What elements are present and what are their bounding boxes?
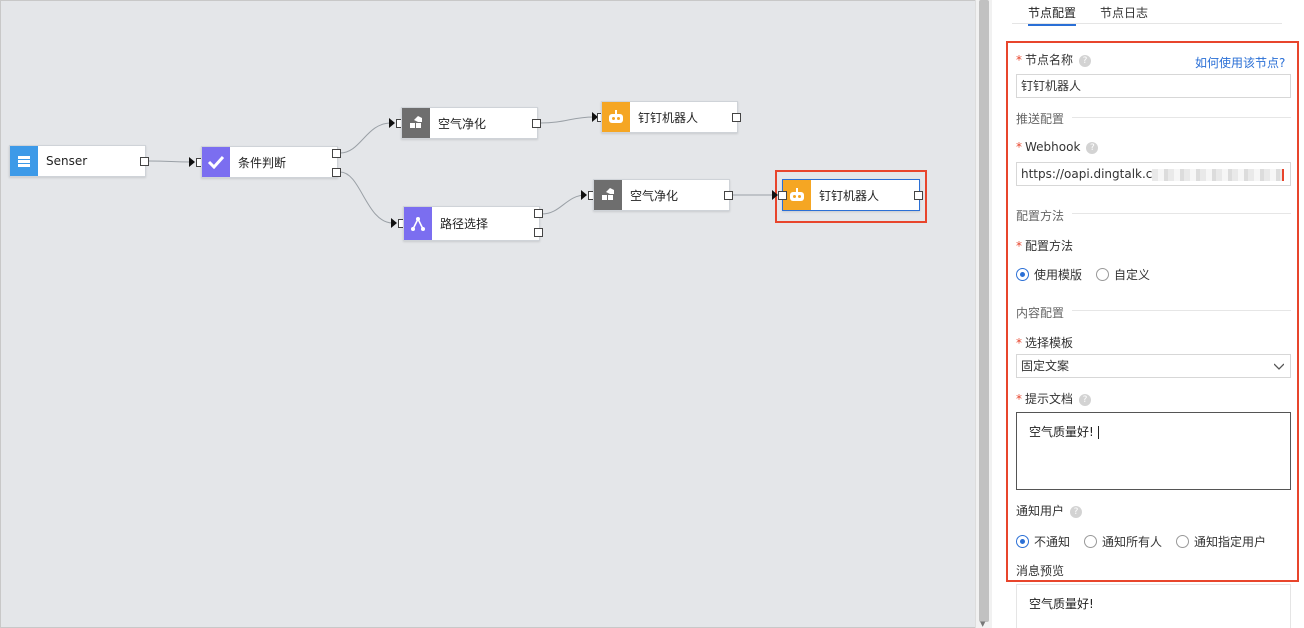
form-highlight (1006, 41, 1299, 582)
radio-dot[interactable] (1016, 535, 1029, 548)
webhook-value: https://oapi.dingtalk.c (1021, 167, 1153, 181)
radio-use-template[interactable]: 使用模版 (1016, 266, 1082, 283)
radio-custom[interactable]: 自定义 (1096, 266, 1150, 283)
tab-node-config[interactable]: 节点配置 (1028, 4, 1077, 26)
input-arrow (189, 157, 195, 167)
help-icon[interactable]: ? (1079, 393, 1092, 406)
node-label: 空气净化 (438, 116, 487, 131)
route-icon (404, 207, 432, 240)
output-port[interactable] (914, 191, 923, 200)
divider (1072, 213, 1291, 214)
help-icon[interactable]: ? (1070, 505, 1083, 518)
output-port[interactable] (724, 191, 733, 200)
node-label: 空气净化 (630, 188, 679, 203)
webhook-input[interactable]: https://oapi.dingtalk.c (1016, 162, 1291, 186)
node-senser[interactable]: Senser (9, 145, 146, 177)
edge-senser-condition (148, 160, 192, 163)
output-port-true[interactable] (332, 149, 341, 158)
edge-layer (148, 116, 775, 224)
node-dingtalk-robot-1[interactable]: 钉钉机器人 (601, 101, 738, 133)
output-port-a[interactable] (534, 209, 543, 218)
vertical-scrollbar[interactable]: ▼ (975, 0, 992, 628)
scrollbar-thumb[interactable] (979, 0, 989, 622)
check-icon (202, 147, 230, 177)
edge-condition-air1 (339, 122, 392, 154)
radio-notify-all[interactable]: 通知所有人 (1084, 533, 1162, 550)
node-air-purify-2[interactable]: 空气净化 (593, 179, 730, 211)
radio-dot[interactable] (1176, 535, 1190, 548)
blocks-icon (402, 108, 430, 138)
output-port[interactable] (532, 119, 541, 128)
help-link[interactable]: 如何使用该节点? (1195, 56, 1286, 70)
section-content: 内容配置 (1016, 306, 1065, 320)
node-label: 钉钉机器人 (819, 188, 880, 203)
tab-node-log[interactable]: 节点日志 (1100, 6, 1149, 20)
input-arrow (389, 118, 395, 128)
redacted-text (1152, 168, 1283, 181)
output-port[interactable] (732, 113, 741, 122)
doc-label: *提示文档? (1016, 390, 1092, 407)
help-icon[interactable]: ? (1086, 141, 1099, 154)
input-arrow (581, 190, 587, 200)
blocks-icon (594, 180, 622, 210)
node-label: 条件判断 (238, 155, 287, 170)
panel-tabs: 节点配置 节点日志 (1012, 0, 1282, 26)
node-route-select[interactable]: 路径选择 (403, 206, 540, 241)
section-push: 推送配置 (1016, 112, 1065, 126)
output-port[interactable] (140, 157, 149, 166)
output-port-b[interactable] (534, 228, 543, 237)
template-label: *选择模板 (1016, 336, 1074, 350)
method-label: *配置方法 (1016, 239, 1074, 253)
preview-label: 消息预览 (1016, 564, 1065, 578)
chevron-down-icon (1274, 363, 1284, 370)
radio-dot[interactable] (1016, 268, 1029, 281)
node-air-purify-1[interactable]: 空气净化 (401, 107, 538, 139)
node-label: 路径选择 (440, 217, 489, 231)
notify-radio-group: 不通知 通知所有人 通知指定用户 (1016, 533, 1280, 550)
config-panel: 节点配置 节点日志 (992, 0, 1304, 628)
robot-icon (602, 102, 630, 132)
sensor-icon (10, 146, 38, 176)
node-dingtalk-robot-2[interactable]: 钉钉机器人 (782, 179, 920, 211)
input-arrow (391, 218, 397, 228)
radio-notify-specific[interactable]: 通知指定用户 (1176, 533, 1266, 550)
edge-condition-route (339, 171, 394, 224)
section-method: 配置方法 (1016, 209, 1065, 223)
flow-canvas[interactable]: Senser 条件判断 空气净化 钉钉机器人 路径选择 (0, 0, 975, 628)
webhook-label: *Webhook? (1016, 140, 1099, 154)
divider (1072, 117, 1291, 118)
node-condition[interactable]: 条件判断 (201, 146, 338, 178)
output-port-false[interactable] (332, 168, 341, 177)
node-name-label: *节点名称? (1016, 51, 1092, 68)
radio-dot[interactable] (1096, 268, 1110, 281)
message-preview: 空气质量好! (1016, 584, 1291, 628)
divider (1072, 310, 1291, 311)
node-name-input[interactable]: 钉钉机器人 (1016, 74, 1291, 98)
radio-no-notify[interactable]: 不通知 (1016, 533, 1070, 550)
robot-icon (783, 180, 811, 210)
input-arrow (772, 190, 778, 200)
redaction-marker (1282, 168, 1285, 181)
notify-label: 通知用户? (1016, 502, 1083, 519)
input-arrow (592, 112, 598, 122)
scroll-down-icon[interactable]: ▼ (980, 620, 986, 628)
doc-textarea[interactable]: 空气质量好! (1016, 412, 1291, 490)
input-port[interactable] (778, 191, 787, 200)
template-select[interactable]: 固定文案 (1016, 354, 1291, 378)
node-label: Senser (46, 154, 88, 168)
method-radio-group: 使用模版 自定义 (1016, 266, 1164, 283)
edge-route-air2 (541, 194, 587, 215)
help-icon[interactable]: ? (1079, 54, 1092, 67)
node-label: 钉钉机器人 (638, 110, 699, 125)
text-caret (1097, 426, 1099, 439)
radio-dot[interactable] (1084, 535, 1098, 548)
edge-air1-robot1 (539, 116, 595, 124)
